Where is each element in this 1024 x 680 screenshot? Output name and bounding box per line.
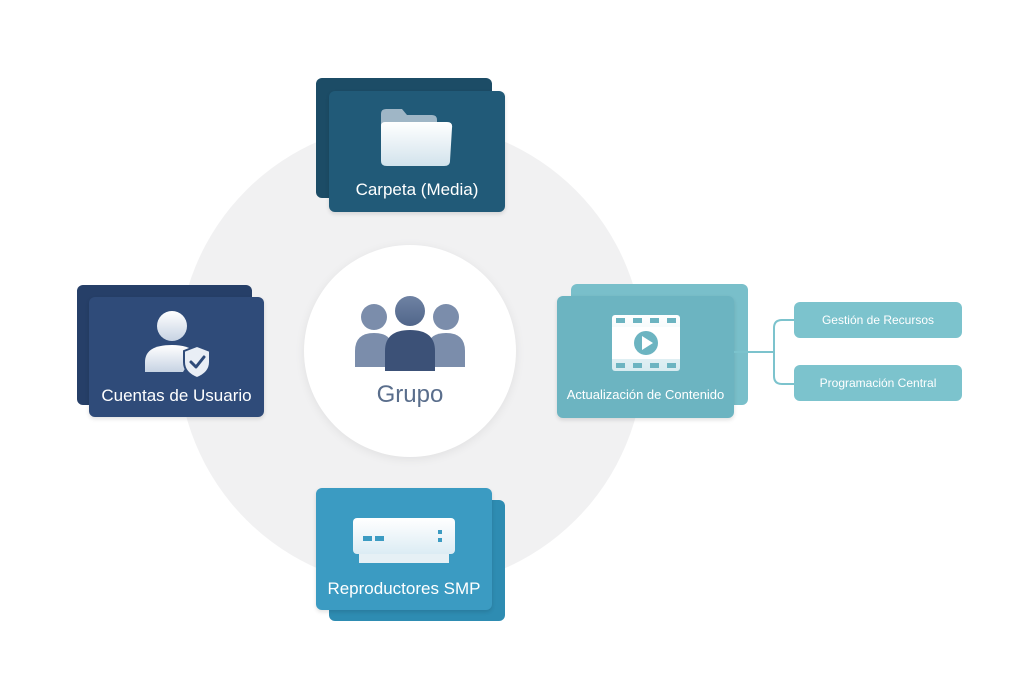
media-player-device-icon xyxy=(352,517,456,570)
group-node[interactable]: Grupo xyxy=(304,245,516,457)
group-label: Grupo xyxy=(376,381,444,408)
resource-management-label: Gestión de Recursos xyxy=(821,313,935,327)
central-scheduling-label: Programación Central xyxy=(819,376,937,390)
folder-card-label: Carpeta (Media) xyxy=(355,180,479,199)
user-accounts-card[interactable]: Cuentas de Usuario xyxy=(89,297,264,417)
user-accounts-card-label: Cuentas de Usuario xyxy=(101,386,252,405)
smp-players-card-label: Reproductores SMP xyxy=(327,579,481,598)
user-shield-icon xyxy=(143,310,213,385)
content-update-card[interactable]: Actualización de Contenido xyxy=(557,296,734,418)
folder-icon xyxy=(380,108,454,173)
connector-lines xyxy=(734,319,794,385)
resource-management-button[interactable]: Gestión de Recursos xyxy=(794,302,962,338)
group-users-icon xyxy=(354,295,466,380)
folder-card[interactable]: Carpeta (Media) xyxy=(329,91,505,212)
content-update-card-label: Actualización de Contenido xyxy=(566,387,725,402)
smp-players-card[interactable]: Reproductores SMP xyxy=(316,488,492,610)
video-play-icon xyxy=(611,314,681,377)
central-scheduling-button[interactable]: Programación Central xyxy=(794,365,962,401)
